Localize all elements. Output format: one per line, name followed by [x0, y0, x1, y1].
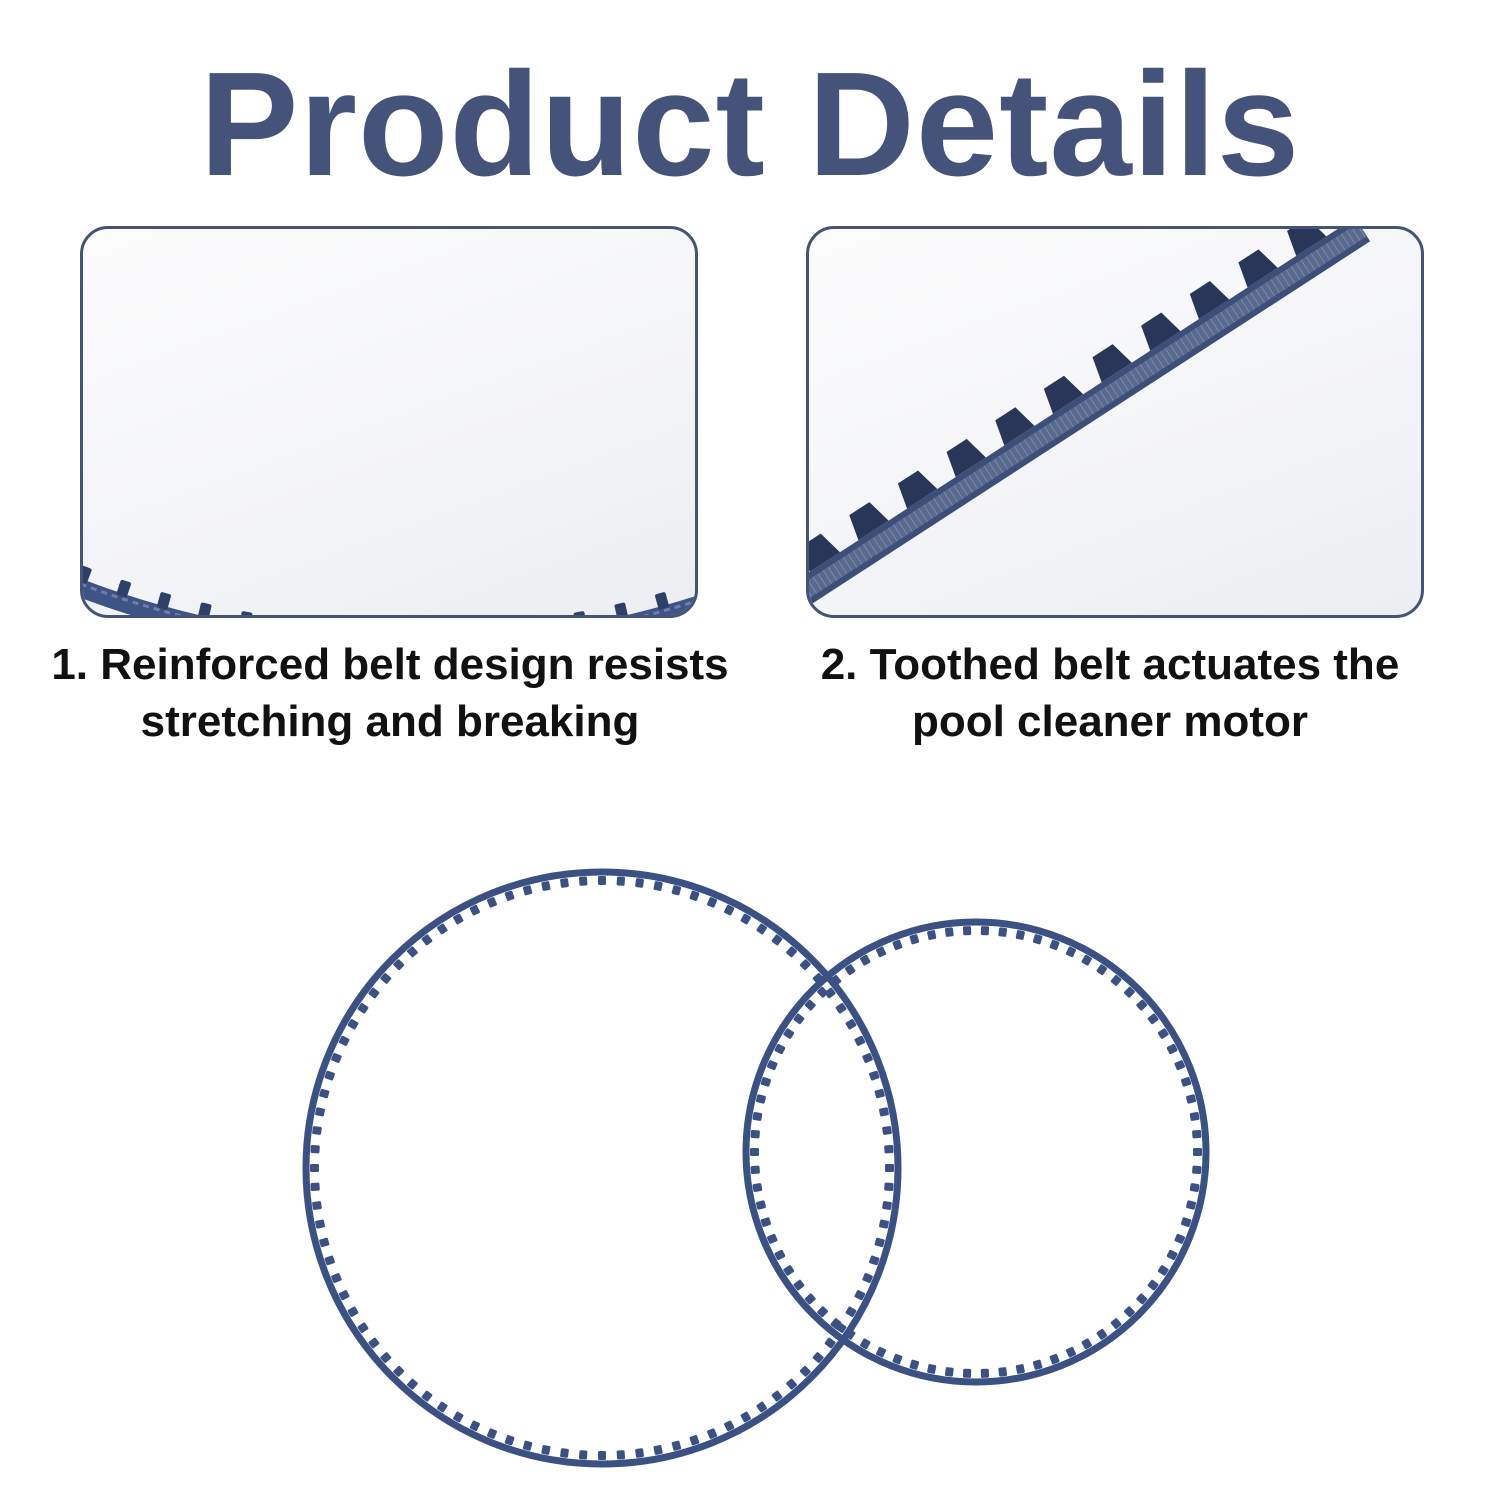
two-toothed-belts-icon: [302, 868, 1210, 1468]
belt-teeth-closeup-icon: [809, 229, 1371, 612]
feature-image-toothed-belt: [806, 226, 1424, 618]
feature-caption-2: 2. Toothed belt actuates the pool cleane…: [820, 640, 1400, 746]
belt-curve-closeup-icon: [83, 565, 695, 615]
belt-small: [742, 918, 1210, 1386]
page-title: Product Details: [199, 42, 1301, 207]
feature-caption-1: 1. Reinforced belt design resists stretc…: [51, 640, 729, 746]
belt-arc: [83, 565, 695, 615]
belt-large: [302, 868, 902, 1468]
belt-diagonal: [809, 229, 1371, 612]
feature-image-reinforced-belt: [80, 226, 698, 618]
